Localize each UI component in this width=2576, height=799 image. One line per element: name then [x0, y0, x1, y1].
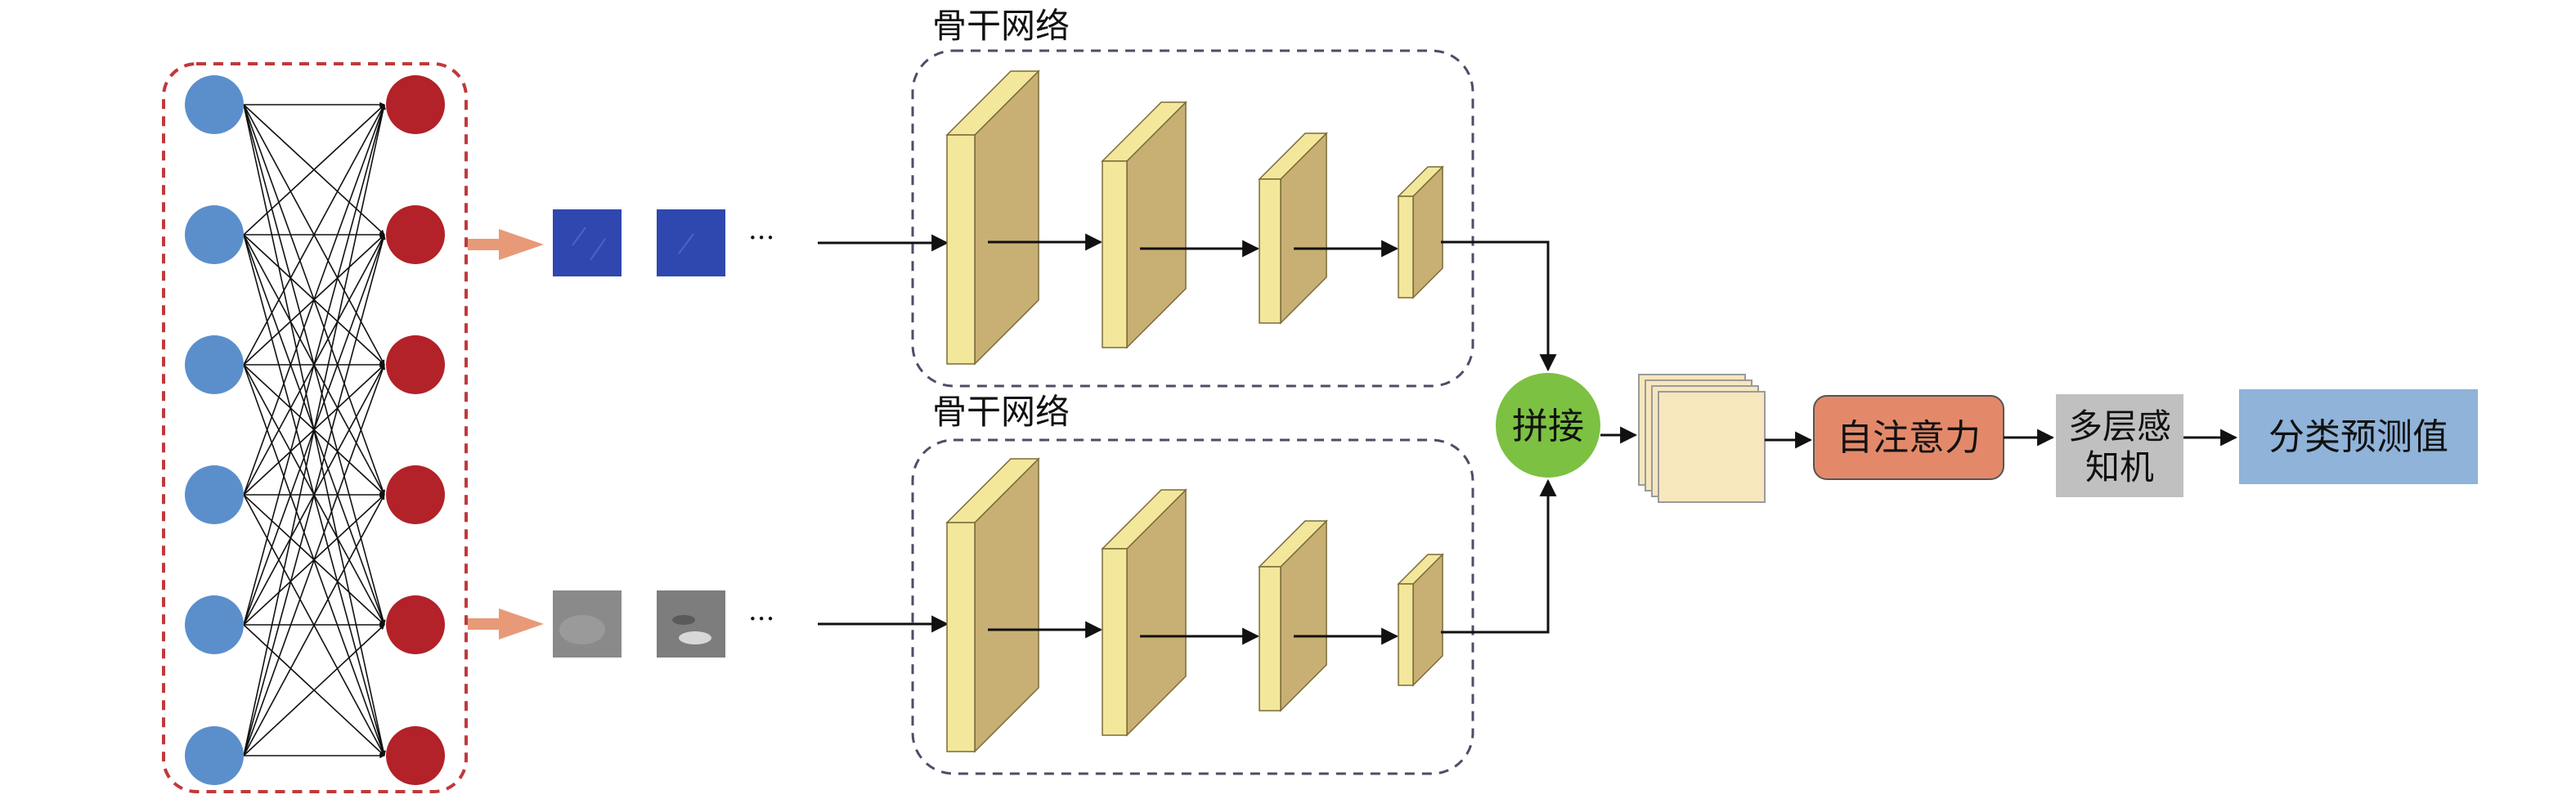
output-node [386, 465, 445, 524]
blue-patch [553, 209, 622, 276]
conv-layer-front [946, 522, 976, 752]
patch-sequence-bottom: ··· [553, 590, 949, 658]
conv-layer-front [1398, 195, 1414, 299]
mlp-label-line1: 多层感 [2068, 406, 2171, 447]
orange-arrow-top [468, 229, 544, 260]
output-label: 分类预测值 [2269, 416, 2448, 458]
blue-patch [657, 209, 725, 276]
ellipsis: ··· [748, 603, 774, 635]
input-node [185, 465, 244, 524]
output-node [386, 335, 445, 394]
backbone-dashed-border [911, 49, 1474, 388]
backbone-network-bottom: 骨干网络 [911, 392, 1474, 775]
mlp-block: 多层感 知机 [2056, 394, 2183, 497]
network-dashed-border [162, 62, 468, 793]
concat-label: 拼接 [1512, 406, 1584, 447]
network-edge [243, 104, 386, 626]
conv-layer-front [946, 134, 976, 365]
network-edges [243, 101, 386, 759]
conv-layer-stack [945, 70, 1444, 366]
gray-patch [657, 590, 725, 658]
concat-node: 拼接 [1496, 373, 1600, 478]
output-nodes [386, 75, 445, 785]
fused-feature-maps [1638, 374, 1766, 503]
connector-bottom [1441, 478, 1557, 634]
input-node [185, 335, 244, 394]
input-nodes [185, 75, 244, 785]
network-edge [243, 234, 386, 756]
conv-layer-front [1102, 160, 1128, 348]
mlp-label-line2: 知机 [2085, 447, 2154, 487]
input-node [185, 726, 244, 785]
self-attention-label: 自注意力 [1837, 417, 1981, 459]
network-edge [243, 104, 386, 756]
output-node [386, 205, 445, 264]
input-node [185, 205, 244, 264]
patch-sequence-top: ··· [553, 209, 949, 276]
orange-arrow-bottom [468, 608, 544, 640]
backbone-network-top: 骨干网络 [911, 6, 1474, 388]
backbone-label: 骨干网络 [932, 392, 1070, 432]
network-edge [243, 104, 385, 236]
output-node [386, 595, 445, 654]
conv-layer-front [1259, 178, 1281, 324]
network-edge [243, 494, 385, 756]
network-edge [243, 104, 386, 496]
network-edge [243, 104, 385, 366]
conv-layer-stack [945, 457, 1444, 753]
prediction-output: 分类预测值 [2239, 389, 2478, 484]
connector-top [1441, 240, 1557, 372]
backbone-label: 骨干网络 [932, 6, 1070, 46]
conv-layer-front [1259, 566, 1281, 711]
conv-layer-front [1102, 548, 1128, 736]
input-node [185, 75, 244, 134]
output-node [386, 726, 445, 785]
network-edge [243, 624, 385, 756]
self-attention-block: 自注意力 [1813, 395, 2004, 480]
output-node [386, 75, 445, 134]
conv-layer-front [1398, 583, 1414, 686]
input-node [185, 595, 244, 654]
fully-connected-network [162, 62, 468, 793]
network-edge [243, 364, 386, 756]
ellipsis: ··· [748, 222, 774, 254]
